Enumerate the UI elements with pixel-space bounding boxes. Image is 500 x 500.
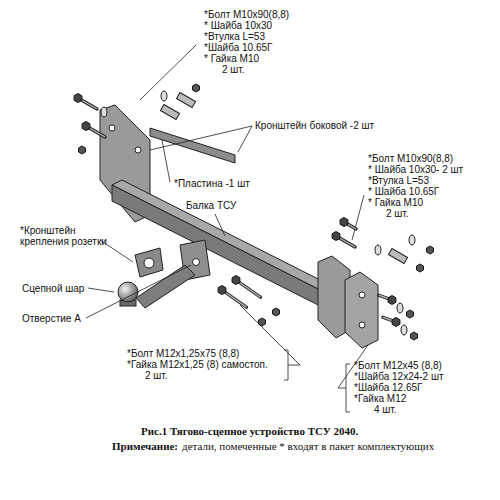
leader-line <box>88 288 114 292</box>
nut <box>411 332 418 340</box>
part-label: * Шайба 10х30- 2 шт <box>368 164 463 175</box>
part-label: *Гайка М12 <box>354 393 406 404</box>
leader-line <box>150 126 252 150</box>
nut <box>273 308 280 316</box>
bushing <box>176 92 195 107</box>
bolt <box>82 122 105 138</box>
part-label: * Гайка М10 <box>204 53 259 64</box>
leader-line <box>162 140 170 182</box>
hole <box>359 322 365 328</box>
leader-line <box>240 305 300 365</box>
leader-line <box>86 265 191 318</box>
bolt <box>332 232 355 248</box>
nut <box>79 146 86 154</box>
part-label: Балка ТСУ <box>186 200 236 211</box>
part-label: *Гайка М12х1,25 (8) самостоп. <box>127 359 268 370</box>
part-label: 2 шт. <box>386 208 409 219</box>
socket-bracket <box>135 248 163 277</box>
leader-line <box>352 195 364 240</box>
bolt <box>232 276 260 298</box>
part-label: *Шайба 10.65Г <box>204 42 272 53</box>
washer <box>101 107 107 117</box>
part-label: Сцепной шар <box>22 283 84 294</box>
part-label: *Втулка L=53 <box>204 31 265 42</box>
bushing <box>160 104 179 119</box>
nut <box>259 318 266 326</box>
part-label: Отверстие А <box>22 313 81 324</box>
part-label: * Гайка М10 <box>368 197 423 208</box>
hole-a <box>193 259 200 266</box>
bolt-head <box>392 318 400 327</box>
bolt-head <box>74 94 82 103</box>
part-label: 2 шт. <box>222 64 245 75</box>
washer <box>409 235 415 245</box>
part-label: *Болт М12х1,25х75 (8,8) <box>127 348 239 359</box>
beam-top <box>112 180 340 295</box>
part-label: *Болт М12х45 (8,8) <box>354 360 442 371</box>
part-label: Кронштейн боковой -2 шт <box>255 120 374 131</box>
socket-hole <box>144 258 154 268</box>
washer <box>161 91 167 101</box>
note-text: Примечание: <box>112 440 178 453</box>
hole <box>359 292 365 298</box>
leader-line <box>215 214 225 236</box>
nut <box>417 264 424 272</box>
tow-ball <box>118 282 138 302</box>
bolt <box>74 94 97 110</box>
hitch-bar <box>136 265 195 308</box>
bolt <box>218 286 246 308</box>
bolt-head <box>232 276 240 285</box>
part-label: 4 шт. <box>374 404 397 415</box>
bolt-head <box>218 286 226 295</box>
note-text: детали, помеченные * входят в пакет комп… <box>182 440 434 453</box>
side-bracket-right-outer <box>345 272 378 348</box>
figure-caption: Рис.1 Тягово-сцепное устройство ТСУ 2040… <box>141 425 358 438</box>
nut <box>193 84 200 92</box>
washer <box>397 303 403 313</box>
washer <box>375 245 381 255</box>
bolt-head <box>340 218 348 227</box>
nut <box>427 246 434 254</box>
washer <box>401 325 407 335</box>
part-label: 2 шт. <box>145 370 168 381</box>
bushing <box>388 248 407 263</box>
bolt <box>340 218 356 230</box>
bolt-head <box>388 296 396 305</box>
part-label: *Втулка L=53 <box>368 175 429 186</box>
bolt-head <box>82 122 90 131</box>
part-label: *Болт М10х90(8,8) <box>204 9 289 20</box>
part-label: * Шайба 10.65Г <box>368 186 439 197</box>
part-label: *Кронштейн крепления розетки <box>20 225 112 247</box>
part-label: *Шайба 12.65Г <box>354 382 422 393</box>
hole <box>135 147 141 153</box>
bolt <box>383 317 400 326</box>
bolt <box>379 295 396 304</box>
beam-front <box>112 185 330 311</box>
nut <box>407 310 414 318</box>
bolt-head <box>332 232 340 241</box>
part-label: *Болт М10х90(8,8) <box>368 153 453 164</box>
part-label: * Шайба 10х30 <box>204 20 272 31</box>
part-label: *Пластина -1 шт <box>174 178 250 189</box>
leader-line <box>238 126 252 152</box>
leader-line <box>140 45 196 100</box>
hole <box>109 125 115 131</box>
part-label: *Шайба 12х24-2 шт <box>354 371 444 382</box>
bracket <box>284 350 288 380</box>
